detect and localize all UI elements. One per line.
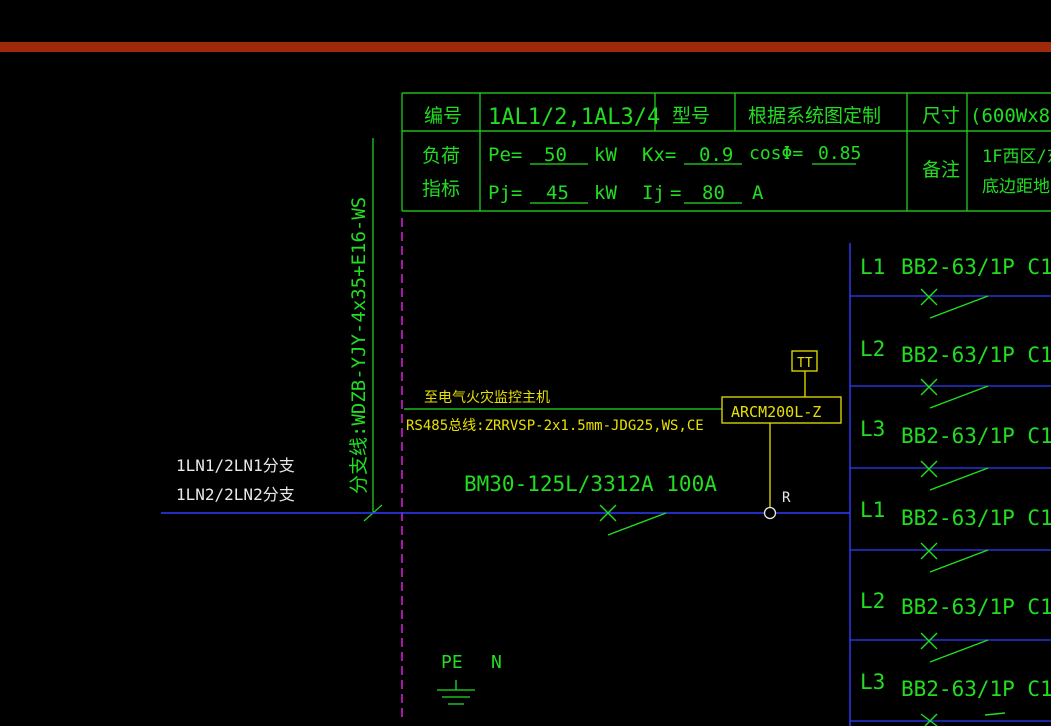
branch-circuit: L1 BB2-63/1P C16 — [850, 255, 1051, 319]
model-value: 根据系统图定制 — [748, 105, 881, 127]
branch-breaker-symbol — [920, 288, 989, 319]
arcm-device-label: ARCM200L-Z — [731, 403, 821, 421]
remark-line1: 1F西区/东 — [982, 147, 1051, 167]
branch-breaker-model: BB2-63/1P C16 — [901, 424, 1051, 448]
kx-label: Kx= — [642, 144, 676, 166]
source-line-1: 1LN1/2LN1分支 — [176, 456, 295, 475]
ij-unit: A — [752, 182, 764, 204]
ij-label: Ij — [642, 182, 665, 204]
branch-circuit: L1 BB2-63/1P C16 — [850, 498, 1051, 573]
title-bar-strip — [0, 42, 1051, 52]
cos-label: cosΦ= — [749, 143, 803, 164]
branch-circuit: L3 BB2-63/1P C16 — [850, 670, 1051, 726]
branch-phase: L2 — [860, 589, 885, 613]
branch-phase: L3 — [860, 670, 885, 694]
branch-breaker-model: BB2-63/1P C16 — [901, 343, 1051, 367]
branch-breaker-model: BB2-63/1P C16 — [901, 677, 1051, 701]
cos-value: 0.85 — [818, 143, 861, 164]
branch-circuit: L2 BB2-63/1P C16 — [850, 337, 1051, 409]
label-size: 尺寸 — [922, 105, 960, 127]
branch-circuit: L2 BB2-63/1P C16 — [850, 589, 1051, 663]
branch-phase: L1 — [860, 255, 885, 279]
branch-breaker-symbol — [920, 542, 989, 573]
branch-circuit: L3 BB2-63/1P C16 — [850, 417, 1051, 491]
n-terminal-label: N — [491, 652, 502, 673]
branch-breaker-symbol — [920, 378, 989, 409]
branch-breaker-symbol — [920, 632, 989, 663]
label-number: 编号 — [424, 105, 462, 127]
label-model: 型号 — [672, 105, 710, 127]
branch-phase: L3 — [860, 417, 885, 441]
size-value: (600Wx80 — [970, 105, 1051, 127]
panel-info-table — [401, 92, 1051, 212]
label-remark: 备注 — [922, 159, 960, 181]
branch-circuits: L1 BB2-63/1P C16 L2 BB2-63/1P C16 L3 BB2… — [850, 255, 1051, 726]
kx-value: 0.9 — [699, 144, 733, 166]
label-load-line1: 负荷 — [422, 145, 460, 167]
rs485-bus-label: RS485总线:ZRRVSP-2x1.5mm-JDG25,WS,CE — [406, 418, 704, 434]
current-transformer-symbol — [763, 506, 777, 520]
pe-unit: kW — [594, 144, 617, 166]
ground-icon — [437, 680, 475, 705]
pe-value: 50 — [544, 144, 567, 166]
fire-monitor-host-label: 至电气火灾监控主机 — [424, 389, 550, 406]
panel-number: 1AL1/2,1AL3/4 — [488, 105, 660, 130]
branch-breaker-symbol — [920, 712, 1006, 726]
branch-phase: L1 — [860, 498, 885, 522]
main-breaker-label: BM30-125L/3312A 100A — [464, 472, 717, 496]
main-breaker-symbol — [599, 504, 667, 536]
ij-equals: = — [670, 182, 681, 204]
remark-line2: 底边距地1.2 — [982, 177, 1051, 197]
feeder-cable-spec: 分支线:WDZB-YJY-4x35+E16-WS — [348, 197, 370, 494]
branch-breaker-symbol — [920, 460, 989, 491]
pj-unit: kW — [594, 182, 617, 204]
pj-label: Pj= — [488, 182, 522, 204]
pe-terminal-label: PE — [441, 652, 463, 673]
branch-breaker-model: BB2-63/1P C16 — [901, 255, 1051, 279]
pj-value: 45 — [546, 182, 569, 204]
branch-breaker-model: BB2-63/1P C16 — [901, 506, 1051, 530]
arcm-device-box — [721, 396, 842, 424]
ij-value: 80 — [702, 182, 725, 204]
label-load-line2: 指标 — [422, 178, 460, 200]
source-line-2: 1LN2/2LN2分支 — [176, 485, 295, 504]
branch-breaker-model: BB2-63/1P C16 — [901, 595, 1051, 619]
pe-label: Pe= — [488, 144, 522, 166]
tt-sensor-label: TT — [797, 356, 813, 371]
current-transformer-label: R — [782, 490, 791, 506]
branch-phase: L2 — [860, 337, 885, 361]
